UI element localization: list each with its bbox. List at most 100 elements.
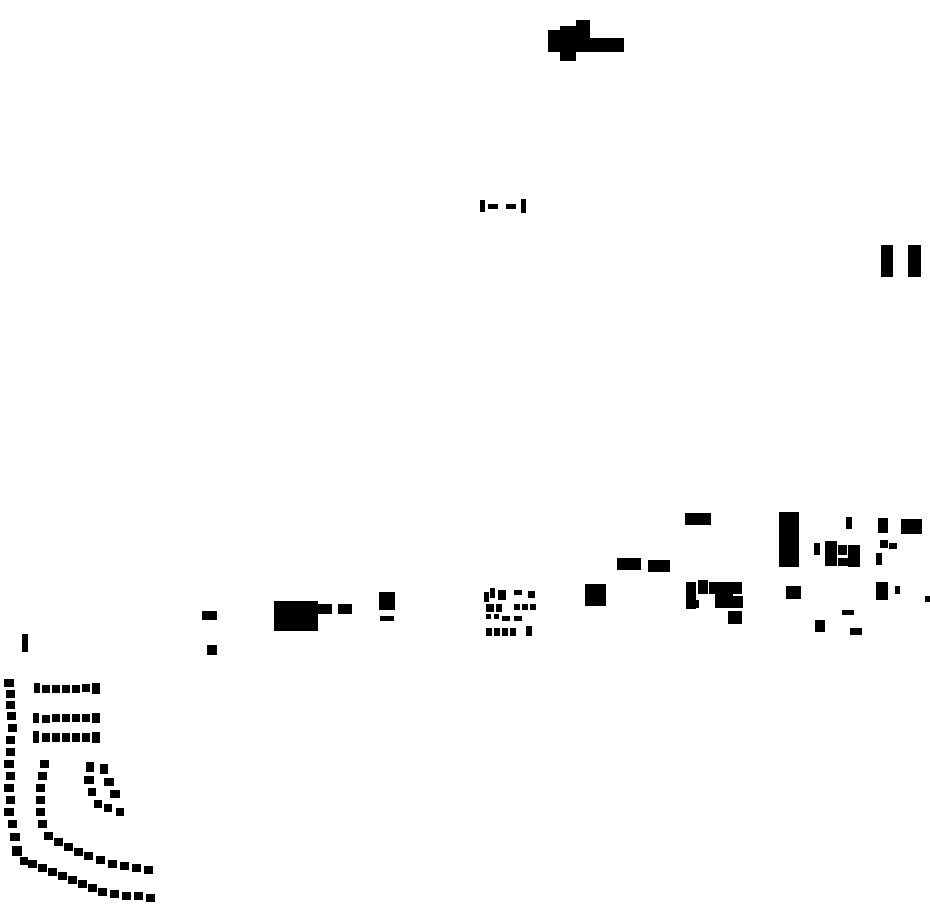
building-footprint <box>207 645 217 655</box>
building-footprint <box>33 731 39 743</box>
building-footprint <box>22 634 28 652</box>
building-footprint <box>72 685 80 693</box>
building-footprint <box>4 760 14 768</box>
building-footprint <box>715 594 733 608</box>
building-footprint <box>560 26 576 61</box>
building-footprint <box>104 804 112 812</box>
building-footprint <box>10 833 20 841</box>
building-footprint <box>488 204 498 209</box>
building-footprint <box>86 762 94 772</box>
building-footprint <box>38 820 47 828</box>
building-footprint <box>338 604 352 614</box>
building-footprint <box>4 784 14 792</box>
building-footprint <box>84 776 94 784</box>
building-footprint <box>82 714 90 722</box>
building-footprint <box>6 748 15 756</box>
building-footprint <box>72 714 80 722</box>
building-footprint <box>28 860 37 868</box>
building-footprint <box>925 596 930 602</box>
building-footprint <box>526 626 532 636</box>
building-footprint <box>34 683 40 693</box>
building-footprint <box>528 591 535 598</box>
building-footprint <box>110 890 119 898</box>
building-footprint <box>116 808 124 816</box>
building-footprint <box>68 876 77 884</box>
building-footprint <box>698 580 708 594</box>
building-footprint <box>54 838 63 846</box>
building-footprint <box>814 543 820 555</box>
building-footprint <box>846 517 852 529</box>
building-footprint <box>878 518 888 533</box>
building-footprint <box>510 628 516 636</box>
building-footprint <box>36 796 45 804</box>
building-footprint <box>84 852 93 860</box>
building-footprint <box>52 733 60 742</box>
building-footprint <box>38 772 47 780</box>
building-footprint <box>825 541 837 566</box>
building-footprint <box>876 553 882 565</box>
building-footprint <box>72 733 80 742</box>
building-footprint <box>576 20 590 42</box>
building-footprint <box>498 590 506 600</box>
building-footprint <box>64 843 73 851</box>
building-footprint <box>514 590 522 595</box>
building-footprint <box>494 628 500 636</box>
building-footprint <box>908 245 921 277</box>
building-footprint <box>502 628 508 636</box>
building-footprint <box>648 560 670 572</box>
building-footprint <box>44 832 53 840</box>
building-footprint <box>486 604 494 612</box>
building-footprint <box>42 715 50 723</box>
building-footprint <box>901 519 922 534</box>
building-footprint <box>8 724 17 732</box>
building-footprint <box>484 592 489 602</box>
building-footprint <box>380 616 394 621</box>
building-footprint <box>122 892 131 900</box>
building-footprint <box>20 857 28 865</box>
building-footprint <box>92 683 100 694</box>
building-footprint <box>8 820 17 828</box>
building-footprint <box>108 860 117 868</box>
building-footprint <box>486 628 492 636</box>
building-footprint <box>36 784 45 792</box>
building-footprint <box>4 808 14 816</box>
building-footprints <box>4 20 930 902</box>
building-footprint <box>6 701 15 709</box>
building-footprint <box>6 772 15 780</box>
building-footprint <box>88 788 96 796</box>
building-footprint <box>6 796 15 804</box>
building-footprint <box>815 620 825 632</box>
building-footprint <box>12 846 22 856</box>
building-footprint <box>202 611 217 620</box>
building-footprint <box>779 512 799 567</box>
building-footprint <box>506 204 516 209</box>
building-footprint <box>134 892 143 900</box>
building-footprint <box>617 558 641 570</box>
building-footprint <box>514 616 522 621</box>
building-footprint <box>82 733 90 742</box>
building-footprint <box>120 862 129 870</box>
building-footprint <box>842 610 854 615</box>
building-footprint <box>838 545 847 555</box>
building-footprint <box>850 628 862 635</box>
building-footprint <box>588 38 624 52</box>
building-footprint <box>318 604 332 614</box>
building-footprint <box>514 604 520 610</box>
building-footprint <box>709 582 742 594</box>
building-footprint <box>838 558 848 566</box>
building-footprint <box>880 540 888 548</box>
building-footprint <box>530 604 536 610</box>
building-footprint <box>522 604 528 610</box>
building-footprint <box>78 880 87 888</box>
building-footprint <box>92 713 100 723</box>
building-footprint <box>585 584 606 606</box>
building-footprint <box>486 614 491 619</box>
building-footprint <box>881 245 893 277</box>
building-footprint <box>490 588 495 598</box>
building-footprint <box>36 808 45 816</box>
building-footprint <box>494 614 499 619</box>
building-footprint <box>62 685 70 693</box>
building-footprint <box>728 611 742 624</box>
